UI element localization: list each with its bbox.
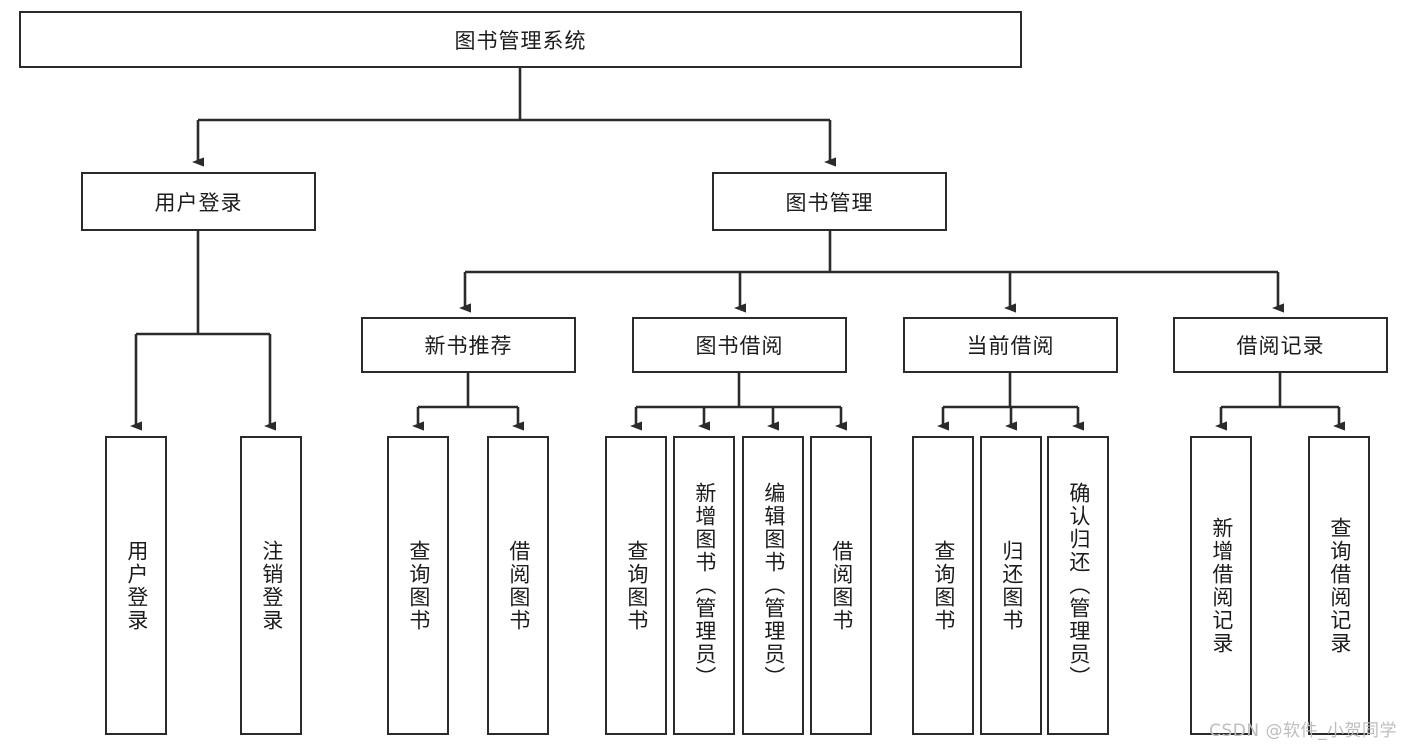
node-label: 编辑图书（管理员） <box>761 482 786 689</box>
node-borrow-record[interactable]: 借阅记录 <box>1173 317 1388 373</box>
watermark-text: CSDN @软件_小贺同学 <box>1209 721 1397 741</box>
leaf-node-logout-login[interactable]: 注销登录 <box>240 436 302 735</box>
node-label: 借阅记录 <box>1236 334 1325 358</box>
node-user-login[interactable]: 用户登录 <box>81 172 316 231</box>
node-label: 注销登录 <box>259 539 284 632</box>
leaf-node-borrow-book-1[interactable]: 借阅图书 <box>487 436 549 735</box>
leaf-node-edit-book[interactable]: 编辑图书（管理员） <box>742 436 804 735</box>
node-book-management-system[interactable]: 图书管理系统 <box>19 11 1022 68</box>
node-label: 新增图书（管理员） <box>692 482 717 689</box>
node-label: 查询借阅记录 <box>1327 516 1352 655</box>
leaf-node-query-book-2[interactable]: 查询图书 <box>605 436 667 735</box>
leaf-node-return-book[interactable]: 归还图书 <box>980 436 1042 735</box>
node-label: 借阅图书 <box>506 539 531 632</box>
leaf-node-user-login[interactable]: 用户登录 <box>105 436 167 735</box>
node-label: 图书管理系统 <box>454 28 587 53</box>
node-label: 用户登录 <box>154 190 243 215</box>
leaf-node-query-record[interactable]: 查询借阅记录 <box>1308 436 1370 735</box>
leaf-node-query-book-1[interactable]: 查询图书 <box>387 436 449 735</box>
node-label: 查询图书 <box>406 539 431 632</box>
node-label: 当前借阅 <box>966 334 1055 358</box>
node-label: 借阅图书 <box>829 539 854 632</box>
node-current-borrow[interactable]: 当前借阅 <box>903 317 1118 373</box>
node-label: 归还图书 <box>999 539 1024 632</box>
leaf-node-add-record[interactable]: 新增借阅记录 <box>1190 436 1252 735</box>
leaf-node-add-book[interactable]: 新增图书（管理员） <box>673 436 735 735</box>
leaf-node-confirm-return[interactable]: 确认归还（管理员） <box>1047 436 1109 735</box>
node-book-management[interactable]: 图书管理 <box>712 172 947 231</box>
node-label: 新书推荐 <box>424 334 513 358</box>
node-label: 查询图书 <box>931 539 956 632</box>
node-label: 图书管理 <box>785 190 874 215</box>
node-new-book-recommend[interactable]: 新书推荐 <box>361 317 576 373</box>
leaf-node-borrow-book-2[interactable]: 借阅图书 <box>810 436 872 735</box>
node-book-borrow[interactable]: 图书借阅 <box>632 317 847 373</box>
node-label: 查询图书 <box>624 539 649 632</box>
node-label: 图书借阅 <box>695 334 784 358</box>
node-label: 用户登录 <box>124 539 149 632</box>
leaf-node-query-book-3[interactable]: 查询图书 <box>912 436 974 735</box>
node-label: 新增借阅记录 <box>1209 516 1234 655</box>
node-label: 确认归还（管理员） <box>1066 482 1091 689</box>
